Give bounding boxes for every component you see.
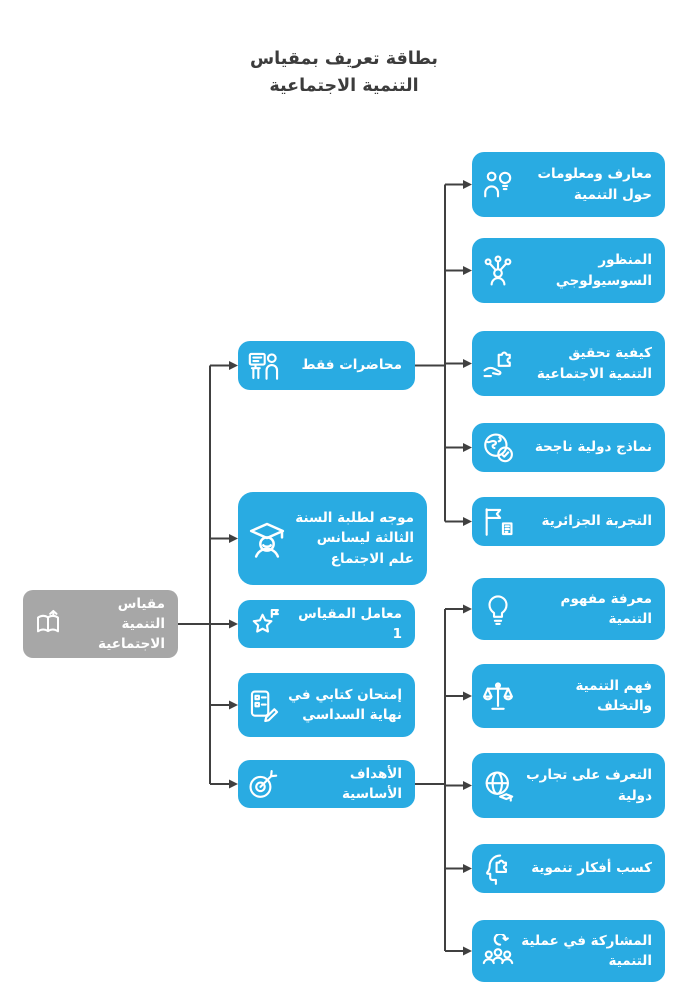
node-label: كسب أفكار تنموية xyxy=(531,860,652,877)
node-development-ideas: كسب أفكار تنموية xyxy=(472,844,665,893)
node-label: محاضرات فقط xyxy=(301,357,402,374)
node-label: التجربة الجزائرية xyxy=(541,513,652,530)
node-participation: المشاركة في عملية التنمية xyxy=(472,920,665,982)
node-label: المشاركة في عملية التنمية xyxy=(521,932,652,969)
node-successful-models: نماذج دولية ناجحة xyxy=(472,423,665,472)
title-line-1: بطاقة تعريف بمقياس xyxy=(250,49,438,69)
lecturer-presentation-icon xyxy=(247,349,281,383)
lightbulb-icon xyxy=(481,592,515,626)
node-how-to-achieve: كيفية تحقيق التنمية الاجتماعية xyxy=(472,331,665,396)
node-label: معامل المقياس 1 xyxy=(298,605,402,642)
map-flag-icon xyxy=(481,505,515,539)
node-label: معارف ومعلومات حول التنمية xyxy=(537,166,652,203)
node-label: فهم التنمية والتخلف xyxy=(575,677,652,714)
node-label: إمتحان كتابي في نهاية السداسي xyxy=(288,686,402,723)
node-root-module: مقياس التنمية الاجتماعية xyxy=(23,590,178,658)
node-label: مقياس التنمية الاجتماعية xyxy=(98,595,165,653)
node-label: كيفية تحقيق التنمية الاجتماعية xyxy=(536,345,652,382)
node-label: معرفة مفهوم التنمية xyxy=(560,590,652,627)
node-algerian-experience: التجربة الجزائرية xyxy=(472,497,665,546)
team-people-icon xyxy=(481,934,515,968)
exam-pencil-icon xyxy=(247,688,281,722)
node-label: الأهداف الأساسية xyxy=(342,765,402,802)
target-arrow-icon xyxy=(247,767,281,801)
diagram-title: بطاقة تعريف بمقياس التنمية الاجتماعية xyxy=(164,46,524,100)
globe-check-icon xyxy=(481,431,515,465)
node-coefficient: معامل المقياس 1 xyxy=(238,600,415,648)
node-label: موجه لطلبة السنة الثالثة ليسانس علم الاج… xyxy=(295,510,414,567)
node-written-exam: إمتحان كتابي في نهاية السداسي xyxy=(238,673,415,737)
star-flag-icon xyxy=(247,607,281,641)
node-lectures-only: محاضرات فقط xyxy=(238,341,415,390)
head-puzzle-icon xyxy=(481,852,515,886)
node-main-objectives: الأهداف الأساسية xyxy=(238,760,415,808)
title-line-2: التنمية الاجتماعية xyxy=(269,76,419,97)
node-knowledge-info: معارف ومعلومات حول التنمية xyxy=(472,152,665,217)
globe-graduation-icon xyxy=(481,769,515,803)
node-international-experiences: التعرف على تجارب دولية xyxy=(472,753,665,818)
node-target-students: موجه لطلبة السنة الثالثة ليسانس علم الاج… xyxy=(238,492,427,585)
balance-scale-icon xyxy=(481,679,515,713)
node-label: التعرف على تجارب دولية xyxy=(526,767,652,804)
hand-puzzle-icon xyxy=(481,347,515,381)
node-label: المنظور السوسيولوجي xyxy=(555,252,652,289)
open-book-arrow-icon xyxy=(32,608,64,640)
person-idea-icon xyxy=(481,168,515,202)
node-development-concept: معرفة مفهوم التنمية xyxy=(472,578,665,640)
graduate-student-icon xyxy=(247,519,287,559)
node-sociological-perspective: المنظور السوسيولوجي xyxy=(472,238,665,303)
person-network-icon xyxy=(481,254,515,288)
node-development-underdevelopment: فهم التنمية والتخلف xyxy=(472,664,665,728)
node-label: نماذج دولية ناجحة xyxy=(534,439,652,456)
